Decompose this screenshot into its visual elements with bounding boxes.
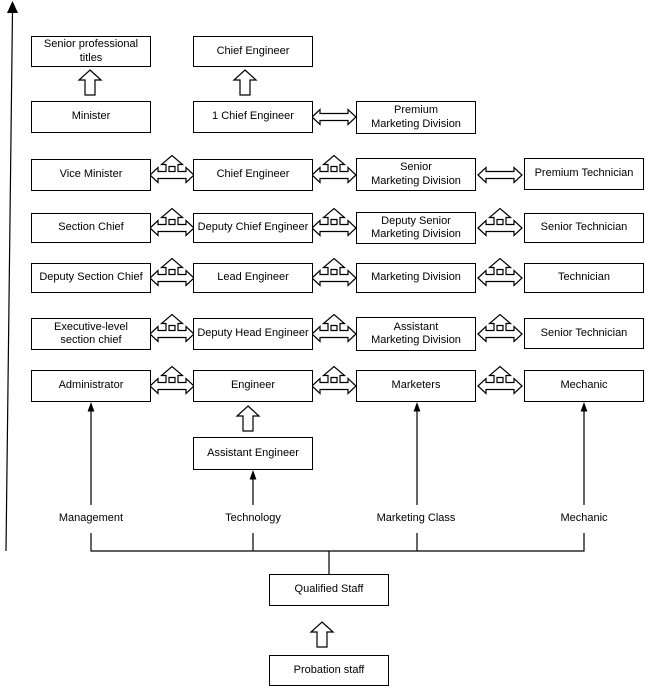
box-probation-staff: Probation staff <box>269 655 389 686</box>
box-vice-minister: Vice Minister <box>31 159 151 191</box>
box-section-chief: Section Chief <box>31 213 151 243</box>
double-arrow-icon <box>311 108 357 126</box>
up-arrow-icon <box>310 621 334 648</box>
box-lead-engineer: Lead Engineer <box>193 263 313 293</box>
box-assistant-engineer: Assistant Engineer <box>193 437 313 470</box>
box-technician: Technician <box>524 263 644 293</box>
box-1-chief-engineer: 1 Chief Engineer <box>193 101 313 133</box>
box-chief-engineer: Chief Engineer <box>193 159 313 191</box>
three-way-arrow-icon <box>477 207 523 237</box>
axis-up-arrow-icon <box>5 1 18 552</box>
solid-up-arrow <box>87 402 95 505</box>
three-way-arrow-icon <box>311 313 357 343</box>
three-way-arrow-icon <box>311 257 357 287</box>
box-deputy-head-engineer: Deputy Head Engineer <box>193 318 313 350</box>
three-way-arrow-icon <box>311 154 357 184</box>
up-arrow-icon <box>236 405 260 432</box>
box-premium-technician: Premium Technician <box>524 158 644 190</box>
box-chief-engineer-top: Chief Engineer <box>193 36 313 67</box>
box-premium-marketing-division: Premium Marketing Division <box>356 101 476 134</box>
box-senior-technician-upper: Senior Technician <box>524 213 644 243</box>
solid-up-arrow <box>580 402 588 505</box>
box-deputy-senior-marketing-division: Deputy Senior Marketing Division <box>356 212 476 244</box>
box-administrator: Administrator <box>31 370 151 402</box>
three-way-arrow-icon <box>311 207 357 237</box>
label-technology: Technology <box>225 512 281 524</box>
box-mechanic: Mechanic <box>524 370 644 402</box>
double-arrow-icon <box>477 166 523 184</box>
three-way-arrow-icon <box>477 313 523 343</box>
box-marketers: Marketers <box>356 370 476 402</box>
label-mechanic: Mechanic <box>560 512 608 524</box>
up-arrow-icon <box>78 69 102 96</box>
box-minister: Minister <box>31 101 151 133</box>
three-way-arrow-icon <box>149 257 195 287</box>
three-way-arrow-icon <box>149 313 195 343</box>
three-way-arrow-icon <box>149 154 195 184</box>
box-deputy-chief-engineer: Deputy Chief Engineer <box>193 213 313 243</box>
box-marketing-division: Marketing Division <box>356 263 476 293</box>
label-management: Management <box>58 512 124 524</box>
box-engineer: Engineer <box>193 370 313 402</box>
box-assistant-marketing-division: Assistant Marketing Division <box>356 317 476 351</box>
box-deputy-section-chief: Deputy Section Chief <box>31 263 151 293</box>
box-qualified-staff: Qualified Staff <box>269 574 389 606</box>
three-way-arrow-icon <box>477 257 523 287</box>
solid-up-arrow <box>249 470 257 505</box>
three-way-arrow-icon <box>149 365 195 395</box>
solid-up-arrow <box>413 402 421 505</box>
up-arrow-icon <box>233 69 257 96</box>
box-senior-technician-lower: Senior Technician <box>524 318 644 349</box>
three-way-arrow-icon <box>149 207 195 237</box>
label-marketing-class: Marketing Class <box>376 512 456 524</box>
box-executive-level-section-chief: Executive-level section chief <box>31 318 151 350</box>
box-senior-professional-titles: Senior professional titles <box>31 36 151 67</box>
bracket-connector <box>90 533 585 574</box>
box-senior-marketing-division: Senior Marketing Division <box>356 158 476 191</box>
three-way-arrow-icon <box>311 365 357 395</box>
three-way-arrow-icon <box>477 365 523 395</box>
